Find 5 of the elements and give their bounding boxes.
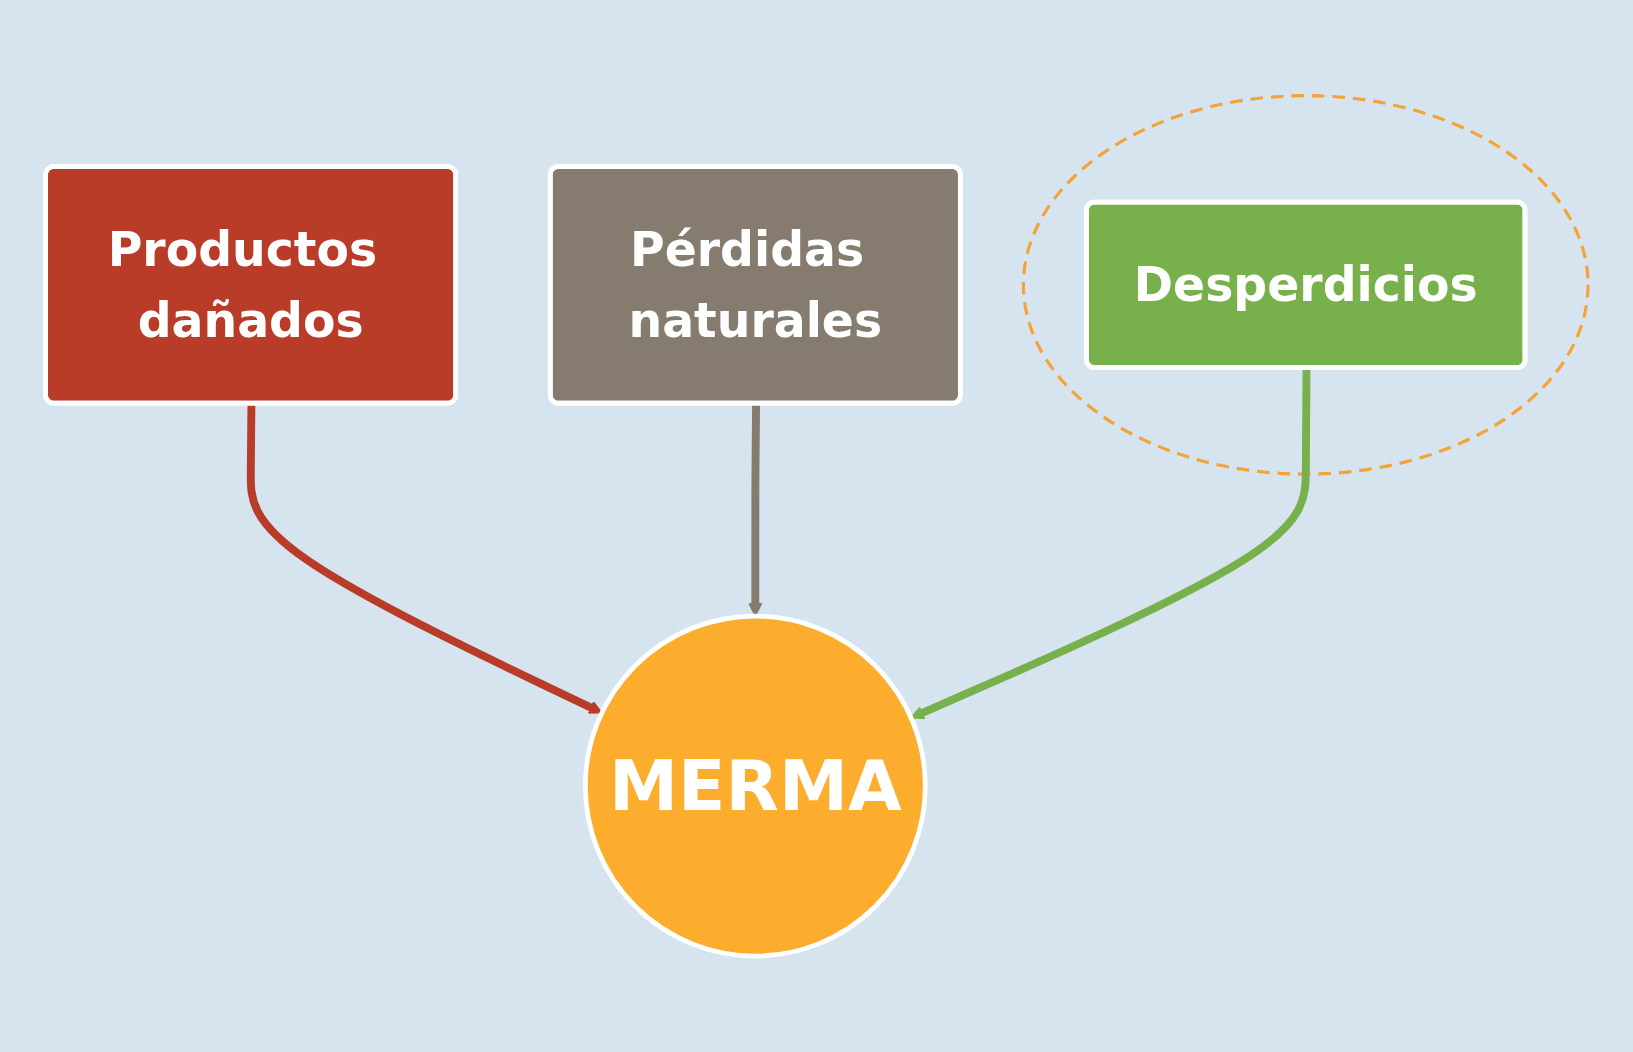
arrow xyxy=(748,404,762,617)
cluster xyxy=(1021,94,1590,476)
node-circle: MERMA xyxy=(582,613,928,959)
arrow xyxy=(246,404,603,714)
arrow xyxy=(910,368,1311,720)
